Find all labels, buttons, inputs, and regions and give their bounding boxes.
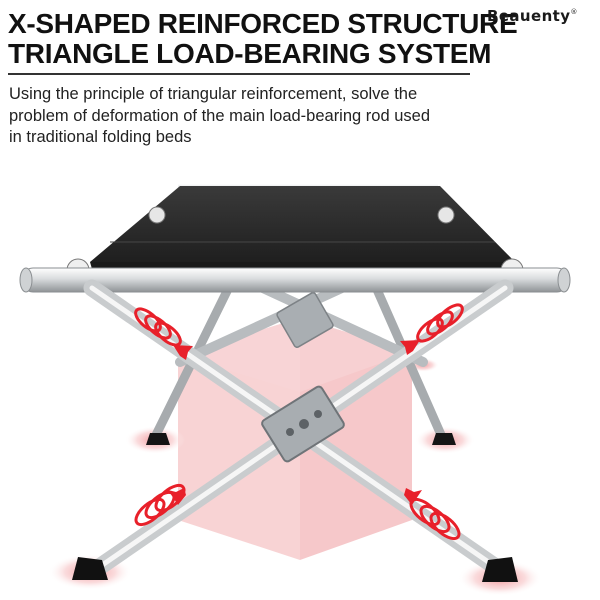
description-line-2: problem of deformation of the main load-… <box>9 106 430 125</box>
front-rail <box>19 267 571 293</box>
feet <box>72 433 518 582</box>
headline-line-2: TRIANGLE LOAD-BEARING SYSTEM <box>8 38 492 69</box>
headline-line-1: X-SHAPED REINFORCED STRUCTURE <box>8 8 518 39</box>
force-ring-icon <box>134 303 464 541</box>
description-line-3: in traditional folding beds <box>9 128 192 146</box>
description: Using the principle of triangular reinfo… <box>9 84 479 149</box>
brand-logo: Beauenty® <box>487 7 578 25</box>
headline: X-SHAPED REINFORCED STRUCTURE TRIANGLE L… <box>8 8 518 69</box>
hinge-plate <box>261 385 345 463</box>
description-line-1: Using the principle of triangular reinfo… <box>9 85 418 103</box>
brand-name: Beauenty <box>487 7 571 25</box>
headline-divider <box>8 73 470 75</box>
registered-mark: ® <box>570 8 578 16</box>
arrow-icon <box>168 340 422 505</box>
